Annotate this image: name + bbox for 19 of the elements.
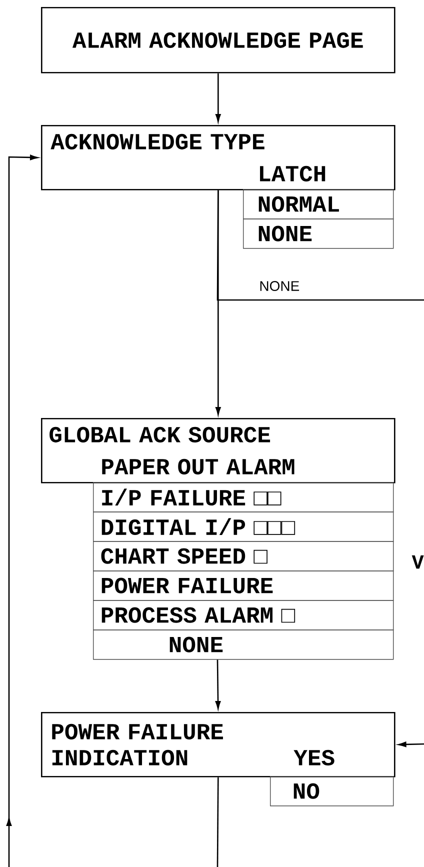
arrow	[215, 73, 221, 122]
option-row: POWER FAILURE	[93, 570, 394, 601]
arrow	[6, 154, 38, 867]
option-row: I/P FAILURE □□	[93, 482, 394, 512]
option-row: NONE	[243, 218, 394, 249]
menu-box: POWER FAILURE INDICATION YES	[41, 712, 396, 778]
arrow	[215, 660, 221, 710]
option-row: PROCESS ALARM □	[93, 600, 394, 630]
option-row: NONE	[93, 630, 394, 660]
menu-box: GLOBAL ACK SOURCE PAPER OUT ALARM	[41, 418, 396, 484]
cut-letter: V	[412, 555, 424, 569]
option-row: DIGITAL I/P □□□	[93, 512, 394, 542]
option-row: NORMAL	[243, 189, 394, 220]
arrow	[398, 742, 424, 748]
menu-box: ACKNOWLEDGE TYPE LATCH	[41, 125, 396, 190]
option-row: NO	[270, 776, 394, 806]
option-row: CHART SPEED □	[93, 541, 394, 572]
menu-box: ALARM ACKNOWLEDGE PAGE	[41, 7, 396, 74]
edge-label: NONE	[258, 280, 301, 292]
